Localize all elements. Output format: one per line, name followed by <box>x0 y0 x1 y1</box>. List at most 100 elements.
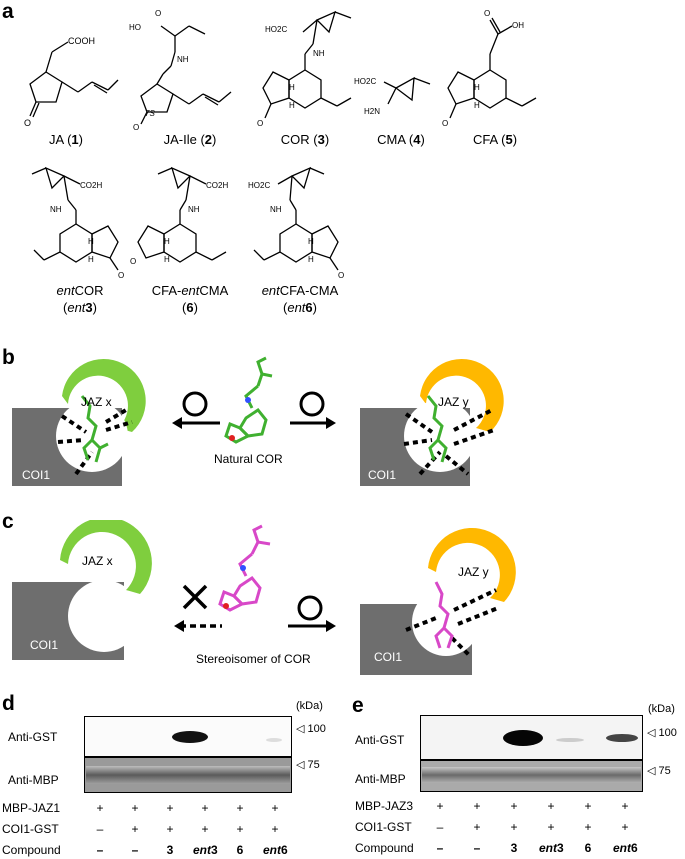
panel-label-e: e <box>352 694 364 717</box>
cond-label-d-2: Compound <box>2 843 61 857</box>
scheme-c <box>12 520 516 675</box>
scheme-b <box>0 356 504 486</box>
condition-cell: + <box>547 820 555 834</box>
condition-cell: + <box>473 799 481 813</box>
condition-cell: + <box>96 801 104 815</box>
atom-h: H <box>474 83 480 92</box>
atom-o: O <box>338 271 344 280</box>
atom-nh: NH <box>50 205 62 214</box>
condition-cell: ent6 <box>263 843 288 857</box>
jaz-y-label-c: JAZ y <box>458 565 489 579</box>
structure-cma: HO2C H2N <box>354 60 450 135</box>
condition-cell: + <box>271 801 279 815</box>
panel-label-c: c <box>2 510 14 533</box>
atom-o: O <box>130 257 136 266</box>
row-label-anti-gst-e: Anti-GST <box>355 733 405 747</box>
panel-label-d: d <box>2 692 15 715</box>
atom-ho2c: HO2C <box>354 77 376 86</box>
condition-cell: + <box>510 820 518 834</box>
atom-o: O <box>24 118 31 128</box>
jaz-x-label-b: JAZ x <box>81 395 112 409</box>
condition-cell: – <box>96 822 104 836</box>
condition-cell: + <box>131 801 139 815</box>
marker-75-e: ◁ 75 <box>647 765 671 777</box>
gst-band-e-lane6 <box>606 734 638 742</box>
blot-d-image <box>84 716 292 793</box>
condition-cell: – <box>436 841 444 855</box>
compound-label-ent-cor: entCOR (ent3) <box>56 283 104 315</box>
condition-cell: + <box>547 799 555 813</box>
gst-band-e-lane3 <box>503 730 543 746</box>
binding-pocket-left-c <box>68 580 140 652</box>
condition-cell: + <box>201 822 209 836</box>
condition-cell: – <box>96 843 104 857</box>
coi1-label-b-right: COI1 <box>368 468 397 482</box>
marker-100-d: ◁ 100 <box>296 723 326 735</box>
atom-h: H <box>289 83 295 92</box>
jaz-y-shape-right-c <box>428 527 516 602</box>
atom-h: H <box>308 237 314 246</box>
atom-o: O <box>442 119 448 128</box>
condition-cell: + <box>236 801 244 815</box>
condition-cell: 6 <box>584 841 592 855</box>
coi1-label-c-left: COI1 <box>30 638 59 652</box>
caption-stereoisomer: Stereoisomer of COR <box>196 652 311 666</box>
compound-label-cor: COR (3) <box>280 132 330 147</box>
blocked-arrow-c <box>180 584 222 628</box>
ligand-magenta-right <box>434 581 454 649</box>
atom-h: H <box>88 255 94 264</box>
atom-co2h: CO2H <box>206 181 228 190</box>
structure-ja-ile: HO O NH 7S O <box>125 4 245 137</box>
condition-cell: 6 <box>236 843 244 857</box>
kda-label-e: (kDa) <box>648 703 675 715</box>
structure-ent-cfa-cma: HO2C NH H H O <box>240 158 350 283</box>
atom-cooh: COOH <box>68 36 95 46</box>
condition-cell: + <box>166 801 174 815</box>
row-label-anti-mbp-d: Anti-MBP <box>8 773 59 787</box>
ligand-green-right <box>426 395 448 463</box>
structure-ent-cor: CO2H NH H H O <box>20 158 130 283</box>
panel-label-a: a <box>2 0 14 23</box>
condition-cell: – <box>131 843 139 857</box>
cond-label-e-0: MBP-JAZ3 <box>355 799 414 813</box>
arrow-right-c <box>288 595 336 632</box>
condition-cell: + <box>271 822 279 836</box>
condition-cell: – <box>473 841 481 855</box>
condition-cell: + <box>131 822 139 836</box>
atom-ho: HO <box>129 23 141 32</box>
cond-label-d-0: MBP-JAZ1 <box>2 801 61 815</box>
atom-o: O <box>155 9 161 18</box>
condition-cell: ent3 <box>539 841 564 855</box>
jaz-x-shape-left-c <box>60 520 152 594</box>
atom-h: H <box>474 101 480 110</box>
condition-cell: + <box>584 799 592 813</box>
structure-cor: HO2C NH H H O <box>255 4 365 137</box>
compound-label-ja: JA (1) <box>49 132 83 147</box>
condition-cell: 3 <box>166 843 174 857</box>
mbp-bands-d <box>86 766 290 784</box>
arrow-right-b <box>290 391 336 429</box>
condition-cell: + <box>436 799 444 813</box>
condition-cell: + <box>510 799 518 813</box>
condition-cell: + <box>236 822 244 836</box>
jaz-y-shape-right <box>420 358 504 432</box>
arrow-left-b <box>172 391 220 429</box>
atom-7s: 7S <box>145 109 155 118</box>
condition-cell: ent6 <box>613 841 638 855</box>
compound-label-cfa-ent-cma: CFA-entCMA (6) <box>151 283 229 315</box>
structure-cfa: O OH H H O <box>440 4 550 137</box>
structure-cfa-ent-cma: CO2H NH H H O <box>130 158 240 283</box>
structure-ja: COOH O <box>8 22 123 137</box>
condition-cell: + <box>621 820 629 834</box>
gst-band-d-lane3 <box>172 731 208 743</box>
marker-75-d: ◁ 75 <box>296 759 320 771</box>
atom-o: O <box>484 9 490 18</box>
atom-h: H <box>308 255 314 264</box>
cond-label-e-1: COI1-GST <box>355 820 412 834</box>
compound-label-ja-ile: JA-Ile (2) <box>163 132 217 147</box>
atom-h2n: H2N <box>364 107 380 116</box>
atom-nh: NH <box>270 205 282 214</box>
atom-o: O <box>133 123 139 132</box>
compound-label-ent-cfa-cma: entCFA-CMA (ent6) <box>261 283 339 315</box>
atom-oh: OH <box>512 21 524 30</box>
